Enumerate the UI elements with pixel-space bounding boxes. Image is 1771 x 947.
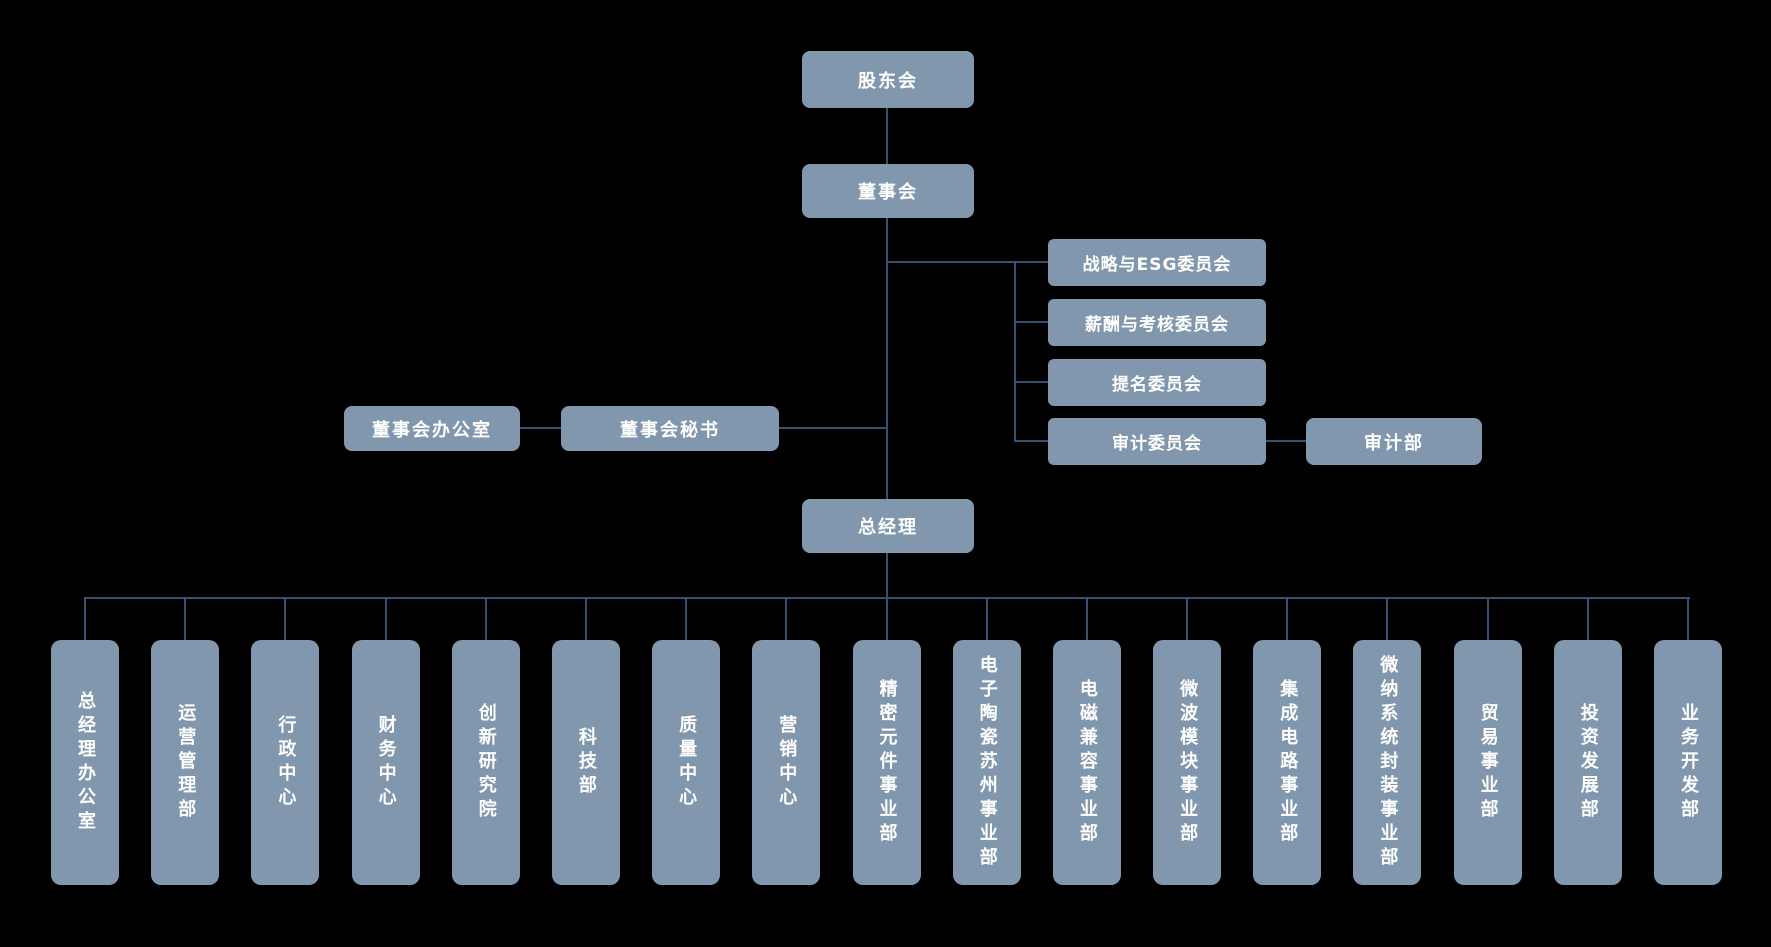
org-node-department: 集成电路事业部 xyxy=(1253,640,1322,885)
connector-line xyxy=(1085,597,1088,640)
org-node-department: 贸易事业部 xyxy=(1453,640,1522,885)
connector-line xyxy=(886,218,888,499)
connector-line xyxy=(1014,440,1048,442)
org-node-board-secretary: 董事会秘书 xyxy=(561,406,779,451)
connector-line xyxy=(1687,597,1689,640)
org-node-department: 业务开发部 xyxy=(1654,640,1722,885)
org-node-department: 投资发展部 xyxy=(1553,640,1622,885)
connector-line xyxy=(1014,261,1016,442)
org-node-board: 董事会 xyxy=(802,164,974,218)
org-node-department: 运营管理部 xyxy=(151,640,220,885)
org-node-department: 电子陶瓷苏州事业部 xyxy=(952,640,1021,885)
connector-line xyxy=(1486,597,1489,640)
connector-line xyxy=(584,597,587,640)
connector-line xyxy=(1014,381,1048,383)
connector-line xyxy=(1586,597,1589,640)
connector-line xyxy=(985,597,988,640)
connector-line xyxy=(779,427,886,429)
org-node-committee: 提名委员会 xyxy=(1048,359,1266,406)
org-node-department: 行政中心 xyxy=(251,640,320,885)
org-node-committee: 战略与ESG委员会 xyxy=(1048,239,1266,286)
connector-line xyxy=(886,108,888,164)
org-node-committee: 薪酬与考核委员会 xyxy=(1048,299,1266,346)
org-node-committee: 审计委员会 xyxy=(1048,418,1266,465)
connector-line xyxy=(886,553,888,597)
org-node-department: 电磁兼容事业部 xyxy=(1052,640,1121,885)
org-node-department: 营销中心 xyxy=(752,640,821,885)
connector-line xyxy=(785,597,788,640)
org-node-shareholders: 股东会 xyxy=(802,51,974,108)
org-node-department: 财务中心 xyxy=(351,640,420,885)
connector-line xyxy=(1386,597,1389,640)
connector-line xyxy=(284,597,287,640)
org-node-board-office: 董事会办公室 xyxy=(344,406,520,451)
connector-line xyxy=(1014,321,1048,323)
org-node-department: 质量中心 xyxy=(652,640,721,885)
connector-line xyxy=(885,597,888,640)
connector-line xyxy=(685,597,688,640)
connector-line xyxy=(1266,440,1306,442)
connector-line xyxy=(1286,597,1289,640)
org-node-department: 科技部 xyxy=(551,640,620,885)
org-node-department: 总经理办公室 xyxy=(51,640,119,885)
org-node-general-manager: 总经理 xyxy=(802,499,974,553)
org-node-department: 精密元件事业部 xyxy=(852,640,921,885)
connector-line xyxy=(184,597,187,640)
connector-line xyxy=(520,427,561,429)
connector-line xyxy=(1186,597,1189,640)
connector-line xyxy=(85,597,1690,599)
connector-line xyxy=(384,597,387,640)
org-node-department: 微波模块事业部 xyxy=(1153,640,1222,885)
connector-line xyxy=(886,261,1016,263)
connector-line xyxy=(1014,261,1048,263)
connector-line xyxy=(484,597,487,640)
org-node-audit-dept: 审计部 xyxy=(1306,418,1482,465)
connector-line xyxy=(84,597,86,640)
org-node-department: 微纳系统封装事业部 xyxy=(1353,640,1422,885)
org-node-department: 创新研究院 xyxy=(451,640,520,885)
